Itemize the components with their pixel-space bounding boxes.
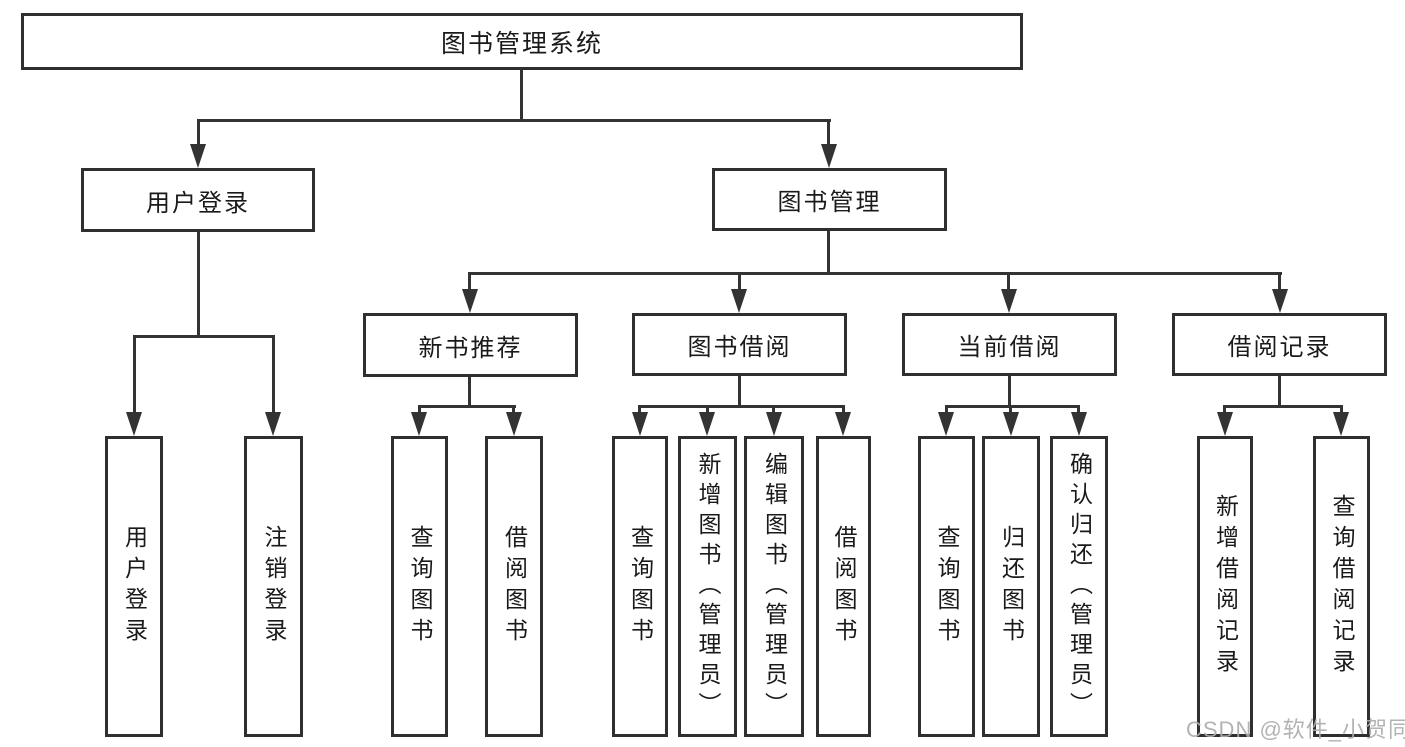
connector-line [1077,405,1080,414]
arrowhead-down-icon [1071,412,1087,436]
connector-line [272,335,275,412]
arrowhead-down-icon [821,144,837,168]
leaf-user-login: 用户登录 [105,436,163,737]
leaf-confirm-return-admin: 确认归还（管理员） [1050,436,1108,737]
connector-line [738,272,741,291]
connector-line [1008,376,1011,407]
leaf-query-books: 查询图书 [612,436,668,737]
leaf-add-borrow-record: 新增借阅记录 [1197,436,1253,737]
connector-line [133,335,136,412]
leaf-return-books: 归还图书 [982,436,1040,737]
arrowhead-down-icon [938,412,954,436]
watermark: CSDN @软件_小贺同学 [1186,717,1405,742]
node-new-book-recommend: 新书推荐 [363,313,578,377]
connector-line [772,405,775,414]
connector-line [418,405,421,414]
arrowhead-down-icon [265,412,281,436]
connector-line [133,335,275,338]
node-book-management: 图书管理 [712,168,947,231]
node-current-borrowing: 当前借阅 [902,313,1117,376]
connector-line [827,231,830,273]
leaf-query-borrow-record: 查询借阅记录 [1313,436,1370,737]
connector-line [197,119,831,122]
connector-line [418,405,516,408]
connector-line [197,119,200,146]
arrowhead-down-icon [506,412,522,436]
connector-line [842,405,845,414]
arrowhead-down-icon [126,412,142,436]
arrowhead-down-icon [1217,412,1233,436]
arrowhead-down-icon [835,412,851,436]
arrowhead-down-icon [411,412,427,436]
connector-line [1009,405,1012,414]
arrowhead-down-icon [1003,412,1019,436]
connector-line [1223,405,1226,414]
connector-line [1007,272,1010,291]
node-book-borrowing: 图书借阅 [632,313,847,376]
node-root: 图书管理系统 [21,13,1023,70]
leaf-borrow-books: 借阅图书 [816,436,871,737]
arrowhead-down-icon [731,289,747,313]
leaf-edit-books-admin: 编辑图书（管理员） [744,436,804,737]
node-borrowing-records: 借阅记录 [1172,313,1387,376]
leaf-add-books-admin: 新增图书（管理员） [678,436,737,737]
connector-line [738,376,741,407]
arrowhead-down-icon [1001,289,1017,313]
leaf-logout: 注销登录 [244,436,303,737]
arrowhead-down-icon [462,289,478,313]
connector-line [1340,405,1343,414]
node-user-login: 用户登录 [81,168,315,232]
connector-line [638,405,845,408]
arrowhead-down-icon [1333,412,1349,436]
connector-line [512,405,515,414]
arrowhead-down-icon [632,412,648,436]
arrowhead-down-icon [1272,289,1288,313]
connector-line [706,405,709,414]
connector-line [1223,405,1343,408]
arrowhead-down-icon [766,412,782,436]
arrowhead-down-icon [699,412,715,436]
leaf-query-books: 查询图书 [391,436,448,737]
connector-line [945,405,948,414]
connector-line [945,405,1080,408]
arrowhead-down-icon [190,144,206,168]
leaf-borrow-books: 借阅图书 [485,436,543,737]
connector-line [638,405,641,414]
leaf-query-books: 查询图书 [918,436,975,737]
connector-line [197,232,200,336]
connector-line [1278,272,1281,291]
connector-line [468,272,1282,275]
connector-line [468,272,471,291]
connector-line [468,377,471,407]
connector-line [1278,376,1281,406]
connector-line [520,70,523,120]
connector-line [827,119,830,146]
